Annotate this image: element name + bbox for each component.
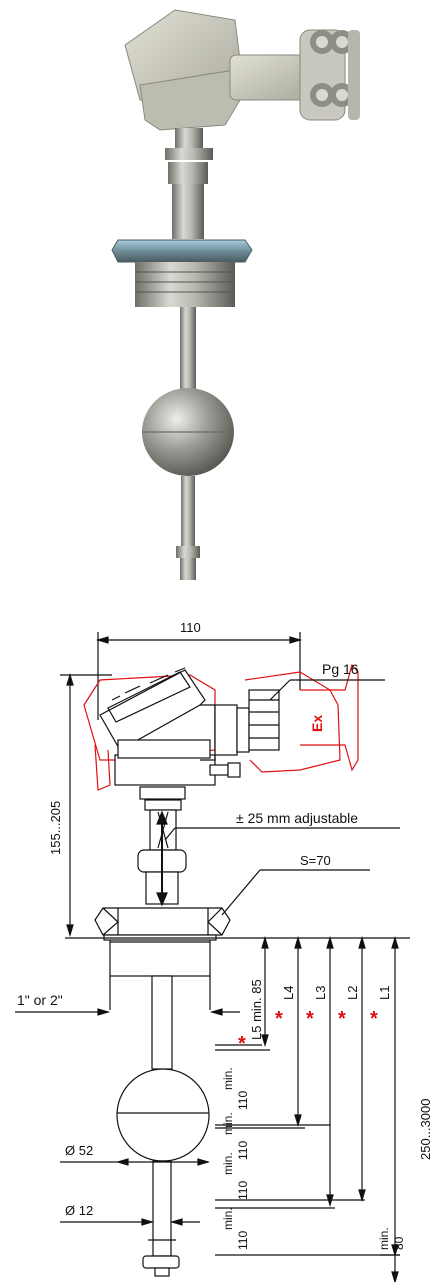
hex-size-label: S=70 (300, 853, 331, 868)
photo-hex-nut (111, 239, 253, 307)
spacing-min-2: min. (221, 1112, 235, 1135)
asterisk-l5: * (238, 1033, 246, 1055)
spacing-val-4: 110 (236, 1231, 250, 1250)
width-label: 110 (180, 620, 201, 635)
spacing-val-2: 110 (236, 1141, 250, 1160)
asterisk-l4: * (275, 1008, 283, 1030)
spacing-val-3: 110 (236, 1181, 250, 1200)
bottom-min-value: 80 (392, 1236, 406, 1250)
drawing-neck (137, 786, 187, 905)
spacing-val-1: 110 (236, 1091, 250, 1110)
drawing-hex-nut (94, 907, 231, 936)
photo-neck (165, 128, 213, 239)
ex-label: Ex (309, 715, 325, 732)
technical-drawing (15, 632, 410, 1282)
height-label: 155...205 (48, 801, 63, 855)
photo-rod (180, 307, 196, 397)
asterisk-l2: * (338, 1008, 346, 1030)
drawing-float (116, 1068, 210, 1162)
l1-label: L1 (377, 986, 392, 1000)
drawing-labels: 110 Pg 16 Ex 155...205 ± 25 mm adjustabl… (17, 620, 433, 1250)
photo-housing (124, 9, 360, 131)
rod-diameter-label: Ø 12 (65, 1203, 93, 1218)
l4-label: L4 (281, 986, 296, 1000)
l3-label: L3 (313, 986, 328, 1000)
spacing-min-3: min. (221, 1152, 235, 1175)
l5-label: L5 min. 85 (249, 979, 264, 1040)
asterisk-l1: * (370, 1008, 378, 1030)
drawing-housing (99, 667, 280, 786)
pg16-label: Pg 16 (322, 661, 359, 677)
product-photo (111, 9, 360, 580)
spacing-min-4: min. (221, 1207, 235, 1230)
float-diameter-label: Ø 52 (65, 1143, 93, 1158)
spacing-min-1: min. (221, 1067, 235, 1090)
thread-label: 1" or 2" (17, 992, 63, 1008)
bottom-min-label: min. (377, 1227, 391, 1250)
asterisk-l3: * (306, 1008, 314, 1030)
total-length-label: 250...3000 (418, 1099, 433, 1160)
l2-label: L2 (345, 986, 360, 1000)
adjustable-label: ± 25 mm adjustable (236, 810, 358, 826)
